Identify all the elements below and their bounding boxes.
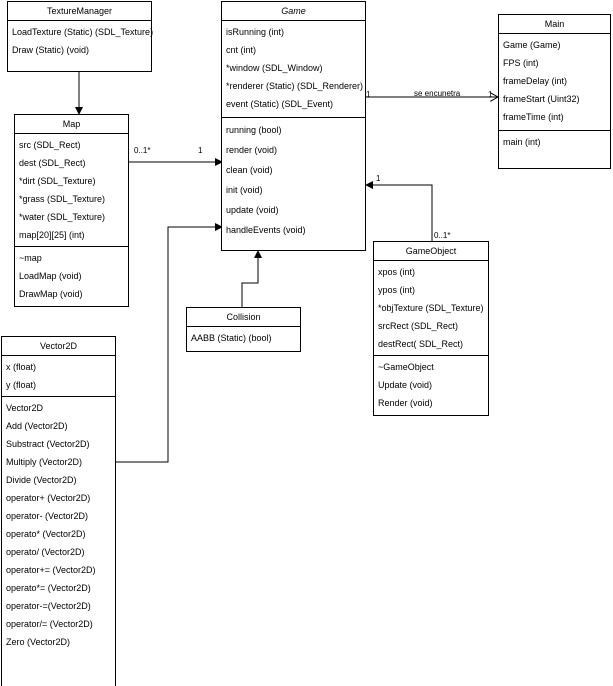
method: operator+= (Vector2D) bbox=[6, 565, 96, 575]
method: init (void) bbox=[226, 185, 263, 195]
attribute: dest (SDL_Rect) bbox=[19, 158, 86, 168]
vector-game-line bbox=[115, 223, 223, 463]
class-name: TextureManager bbox=[8, 2, 151, 21]
method: handleEvents (void) bbox=[226, 225, 306, 235]
attribute: cnt (int) bbox=[226, 45, 257, 55]
attribute: map[20][25] (int) bbox=[19, 230, 85, 240]
game-main-mult-left: 1 bbox=[366, 90, 371, 99]
attributes: xpos (int) ypos (int) *objTexture (SDL_T… bbox=[374, 261, 488, 356]
map-mult-left: 0..1* bbox=[134, 146, 151, 155]
method: Render (void) bbox=[378, 398, 433, 408]
method: operator-=(Vector2D) bbox=[6, 601, 91, 611]
gameobject-mult-top: 1 bbox=[376, 174, 381, 183]
method: Add (Vector2D) bbox=[6, 421, 68, 431]
class-main[interactable]: Main Game (Game) FPS (int) frameDelay (i… bbox=[498, 14, 611, 169]
attribute: isRunning (int) bbox=[226, 27, 285, 37]
method: main (int) bbox=[503, 137, 541, 147]
methods: Vector2D Add (Vector2D) Substract (Vecto… bbox=[2, 397, 115, 653]
class-name: GameObject bbox=[374, 242, 488, 261]
class-gameobject[interactable]: GameObject xpos (int) ypos (int) *objTex… bbox=[373, 241, 489, 416]
methods: running (bool) render (void) clean (void… bbox=[222, 118, 365, 242]
attributes: isRunning (int) cnt (int) *window (SDL_W… bbox=[222, 21, 365, 118]
attributes: Game (Game) FPS (int) frameDelay (int) f… bbox=[499, 34, 610, 131]
map-mult-right: 1 bbox=[198, 146, 203, 155]
attribute: ypos (int) bbox=[378, 285, 416, 295]
collision-game-line bbox=[241, 250, 262, 307]
attribute: FPS (int) bbox=[503, 58, 539, 68]
attribute: destRect( SDL_Rect) bbox=[378, 339, 464, 349]
attribute: *grass (SDL_Texture) bbox=[19, 194, 106, 204]
gameobject-game-line bbox=[365, 181, 433, 241]
methods: ~GameObject Update (void) Render (void) bbox=[374, 356, 488, 414]
class-name: Main bbox=[499, 15, 610, 34]
attribute: LoadTexture (Static) (SDL_Texture) bbox=[12, 27, 154, 37]
method: Multiply (Vector2D) bbox=[6, 457, 83, 467]
method: running (bool) bbox=[226, 125, 282, 135]
methods: main (int) bbox=[499, 131, 610, 153]
attribute: frameDelay (int) bbox=[503, 76, 568, 86]
game-main-mult-right: 1 bbox=[488, 90, 493, 99]
attribute: xpos (int) bbox=[378, 267, 416, 277]
class-game[interactable]: Game isRunning (int) cnt (int) *window (… bbox=[221, 1, 366, 251]
attribute: frameStart (Uint32) bbox=[503, 94, 580, 104]
attributes: x (float) y (float) bbox=[2, 356, 115, 397]
class-name: Map bbox=[15, 115, 128, 134]
class-name: Collision bbox=[187, 308, 300, 327]
class-map[interactable]: Map src (SDL_Rect) dest (SDL_Rect) *dirt… bbox=[14, 114, 129, 307]
attribute: *dirt (SDL_Texture) bbox=[19, 176, 96, 186]
attribute: x (float) bbox=[6, 362, 37, 372]
attributes: AABB (Static) (bool) bbox=[187, 327, 300, 349]
class-name: Vector2D bbox=[2, 337, 115, 356]
attribute: AABB (Static) (bool) bbox=[191, 333, 272, 343]
attribute: Draw (Static) (void) bbox=[12, 45, 90, 55]
method: Substract (Vector2D) bbox=[6, 439, 90, 449]
attribute: Game (Game) bbox=[503, 40, 561, 50]
method: ~GameObject bbox=[378, 362, 434, 372]
method: update (void) bbox=[226, 205, 279, 215]
method: operato/ (Vector2D) bbox=[6, 547, 85, 557]
attributes: LoadTexture (Static) (SDL_Texture) Draw … bbox=[8, 21, 154, 61]
attribute: frameTime (int) bbox=[503, 112, 564, 122]
method: ~map bbox=[19, 253, 42, 263]
method: Divide (Vector2D) bbox=[6, 475, 77, 485]
attribute: *objTexture (SDL_Texture) bbox=[378, 303, 484, 313]
method: Zero (Vector2D) bbox=[6, 637, 71, 647]
method: operator/= (Vector2D) bbox=[6, 619, 93, 629]
attribute: event (Static) (SDL_Event) bbox=[226, 99, 334, 109]
method: Update (void) bbox=[378, 380, 433, 390]
methods: ~map LoadMap (void) DrawMap (void) bbox=[15, 247, 128, 305]
class-collision[interactable]: Collision AABB (Static) (bool) bbox=[186, 307, 301, 352]
class-name: Game bbox=[222, 2, 365, 21]
attribute: y (float) bbox=[6, 380, 37, 390]
gameobject-mult-bottom: 0..1* bbox=[434, 231, 451, 240]
method: operator+ (Vector2D) bbox=[6, 493, 91, 503]
method: operato*= (Vector2D) bbox=[6, 583, 91, 593]
attribute: *window (SDL_Window) bbox=[226, 63, 323, 73]
method: Vector2D bbox=[6, 403, 44, 413]
method: clean (void) bbox=[226, 165, 273, 175]
attribute: srcRect (SDL_Rect) bbox=[378, 321, 459, 331]
method: DrawMap (void) bbox=[19, 289, 83, 299]
attribute: src (SDL_Rect) bbox=[19, 140, 81, 150]
attributes: src (SDL_Rect) dest (SDL_Rect) *dirt (SD… bbox=[15, 134, 128, 247]
attribute: *water (SDL_Texture) bbox=[19, 212, 106, 222]
attribute: *renderer (Static) (SDL_Renderer) bbox=[226, 81, 364, 91]
method: render (void) bbox=[226, 145, 278, 155]
method: LoadMap (void) bbox=[19, 271, 82, 281]
method: operator- (Vector2D) bbox=[6, 511, 89, 521]
class-vector2d[interactable]: Vector2D x (float) y (float) Vector2D Ad… bbox=[1, 336, 116, 686]
game-main-assoc-name: se encunetra bbox=[414, 89, 461, 98]
method: operato* (Vector2D) bbox=[6, 529, 86, 539]
class-texturemanager[interactable]: TextureManager LoadTexture (Static) (SDL… bbox=[7, 1, 154, 72]
